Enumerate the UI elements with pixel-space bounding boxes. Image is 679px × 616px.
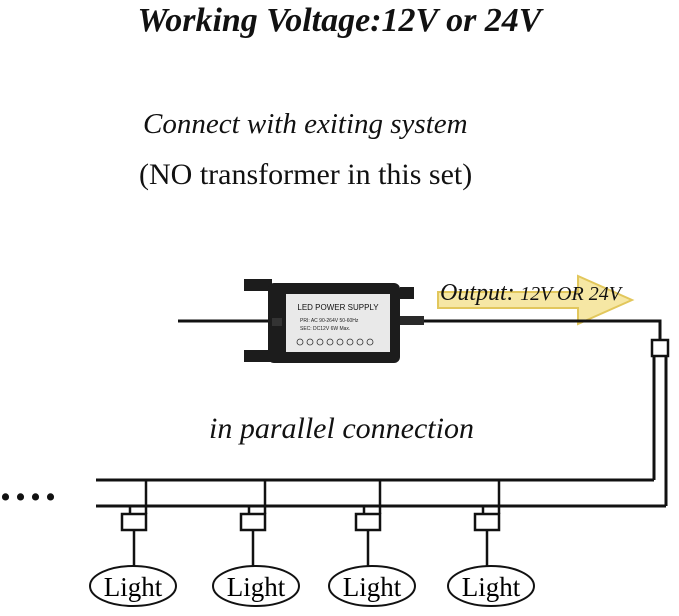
power-supply: LED POWER SUPPLY PRI: AC 90-264V 50-60Hz… [244, 279, 424, 363]
light-label: Light [227, 572, 286, 602]
light-3: Light [328, 565, 416, 607]
diagram-title: Working Voltage:12V or 24V [137, 2, 542, 39]
output-wiring [424, 319, 670, 506]
output-word: Output: [440, 280, 515, 306]
light-2: Light [212, 565, 300, 607]
subtitle-no-transformer: (NO transformer in this set) [139, 158, 473, 191]
light-label: Light [343, 572, 402, 602]
power-supply-spec-secondary: SEC: DC12V 6W Max. [300, 326, 350, 332]
light-tap-3 [354, 480, 382, 566]
subtitle-connect: Connect with exiting system [143, 108, 468, 140]
parallel-connection-label: in parallel connection [209, 412, 474, 445]
light-tap-2 [239, 480, 267, 566]
light-label: Light [462, 572, 521, 602]
light-tap-4 [473, 480, 501, 566]
light-label: Light [104, 572, 163, 602]
output-label: Output: 12V OR 24V [440, 280, 621, 307]
power-supply-label: LED POWER SUPPLY [297, 303, 379, 312]
light-1: Light [89, 565, 177, 607]
output-value: 12V OR 24V [520, 283, 621, 305]
light-tap-1 [120, 480, 148, 566]
output-arrow [437, 274, 635, 326]
power-supply-spec-primary: PRI: AC 90-264V 50-60Hz [300, 318, 359, 324]
light-4: Light [447, 565, 535, 607]
continuation-dots: .... [0, 461, 60, 510]
